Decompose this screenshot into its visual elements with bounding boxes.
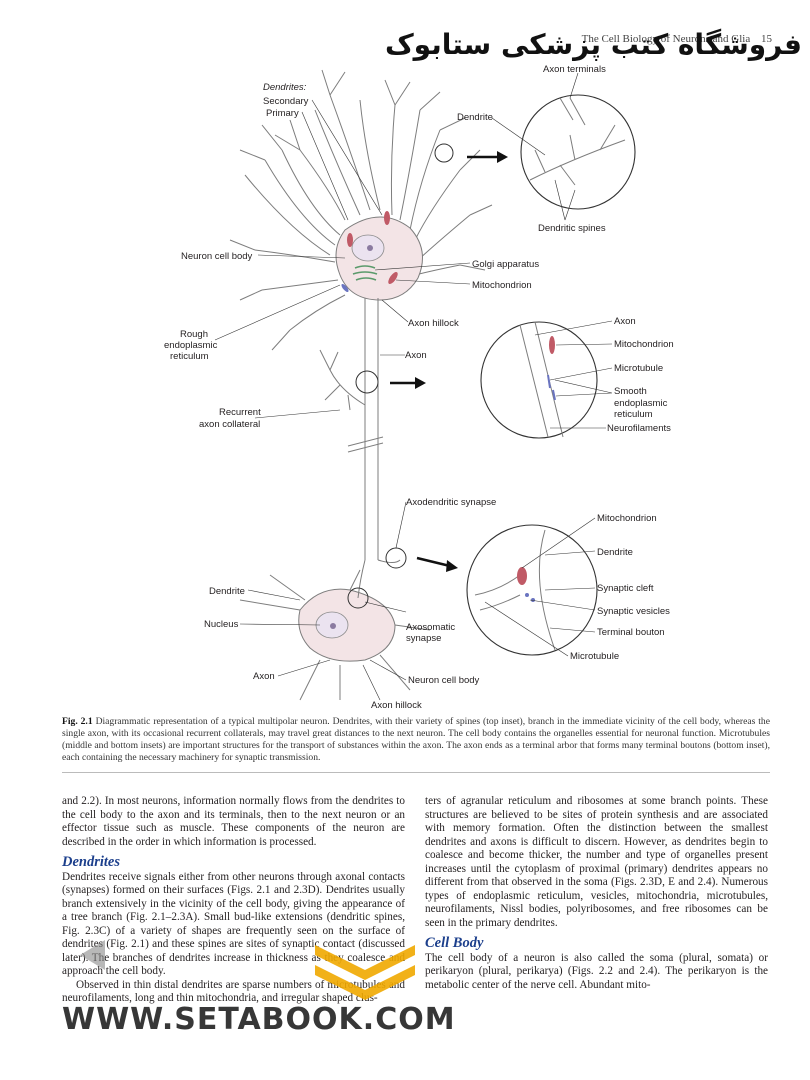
label-axosomatic: Axosomatic [406, 622, 455, 633]
label-axon-terminals: Axon terminals [543, 64, 606, 75]
watermark-site: WWW.SETABOOK.COM [62, 1002, 456, 1037]
watermark-logo [80, 940, 415, 1000]
caption-label: Fig. 2.1 [62, 716, 93, 727]
label-smooth: Smooth [614, 386, 647, 397]
right-paragraph-2: The cell body of a neuron is also called… [425, 951, 768, 991]
label-primary: Primary [266, 108, 299, 119]
label-neuron-cell-body: Neuron cell body [181, 251, 253, 262]
label-synaptic-vesicles: Synaptic vesicles [597, 606, 670, 617]
caption-text: Diagrammatic representation of a typical… [62, 716, 770, 763]
label-mid-mitochondrion: Mitochondrion [614, 339, 674, 350]
label-axon-main: Axon [405, 350, 427, 361]
label-secondary: Secondary [263, 96, 309, 107]
label-mid-axon: Axon [614, 316, 636, 327]
label-mitochondrion-top: Mitochondrion [472, 280, 532, 291]
label-terminal-bouton: Terminal bouton [597, 627, 665, 638]
page-number: 15 [761, 33, 772, 45]
figure-caption: Fig. 2.1 Diagrammatic representation of … [62, 716, 770, 773]
label-axon-hillock-bottom: Axon hillock [371, 700, 422, 711]
label-dendrite-inset: Dendrite [457, 112, 493, 123]
left-paragraph-3: Observed in thin distal dendrites are sp… [62, 978, 405, 1005]
running-title: The Cell Biology of Neurons and Glia [581, 33, 751, 45]
label-dendritic-spines: Dendritic spines [538, 223, 606, 234]
label-axon-collateral: axon collateral [199, 419, 260, 430]
label-synaptic-cleft: Synaptic cleft [597, 583, 654, 594]
label-rough: Rough [180, 329, 208, 340]
label-axon-hillock-top: Axon hillock [408, 318, 459, 329]
label-neuron-cell-body-bottom: Neuron cell body [408, 675, 480, 686]
left-column: and 2.2). In most neurons, information n… [62, 795, 405, 1006]
label-rough-endoplasmic: endoplasmic [164, 340, 218, 351]
watermark-banner: فروشگاه کتب پزشکی ستابوک [385, 28, 802, 61]
label-bot-microtubule: Microtubule [570, 651, 619, 662]
running-header: The Cell Biology of Neurons and Glia 15 [582, 33, 772, 45]
label-bottom-axon: Axon [253, 671, 275, 682]
neuron-figure: Dendrites: Secondary Primary Neuron cell… [164, 64, 674, 711]
label-mid-microtubule: Microtubule [614, 363, 663, 374]
left-paragraph-1: and 2.2). In most neurons, information n… [62, 795, 405, 848]
label-golgi: Golgi apparatus [472, 259, 539, 270]
label-neurofilaments: Neurofilaments [607, 423, 671, 434]
label-smooth-reticulum: reticulum [614, 409, 653, 420]
label-bot-dendrite: Dendrite [597, 547, 633, 558]
heading-dendrites: Dendrites [62, 854, 120, 870]
label-dendrites: Dendrites: [263, 82, 307, 93]
label-axodendritic: Axodendritic synapse [406, 497, 496, 508]
label-recurrent: Recurrent [219, 407, 261, 418]
label-bottom-dendrite: Dendrite [209, 586, 245, 597]
label-axosomatic-synapse: synapse [406, 633, 441, 644]
heading-cell-body: Cell Body [425, 935, 484, 951]
label-nucleus: Nucleus [204, 619, 239, 630]
right-paragraph-1: ters of agranular reticulum and ribosome… [425, 795, 768, 929]
label-bot-mitochondrion: Mitochondrion [597, 513, 657, 524]
right-column: ters of agranular reticulum and ribosome… [425, 795, 768, 992]
label-smooth-endoplasmic: endoplasmic [614, 398, 668, 409]
label-rough-reticulum: reticulum [170, 351, 209, 362]
